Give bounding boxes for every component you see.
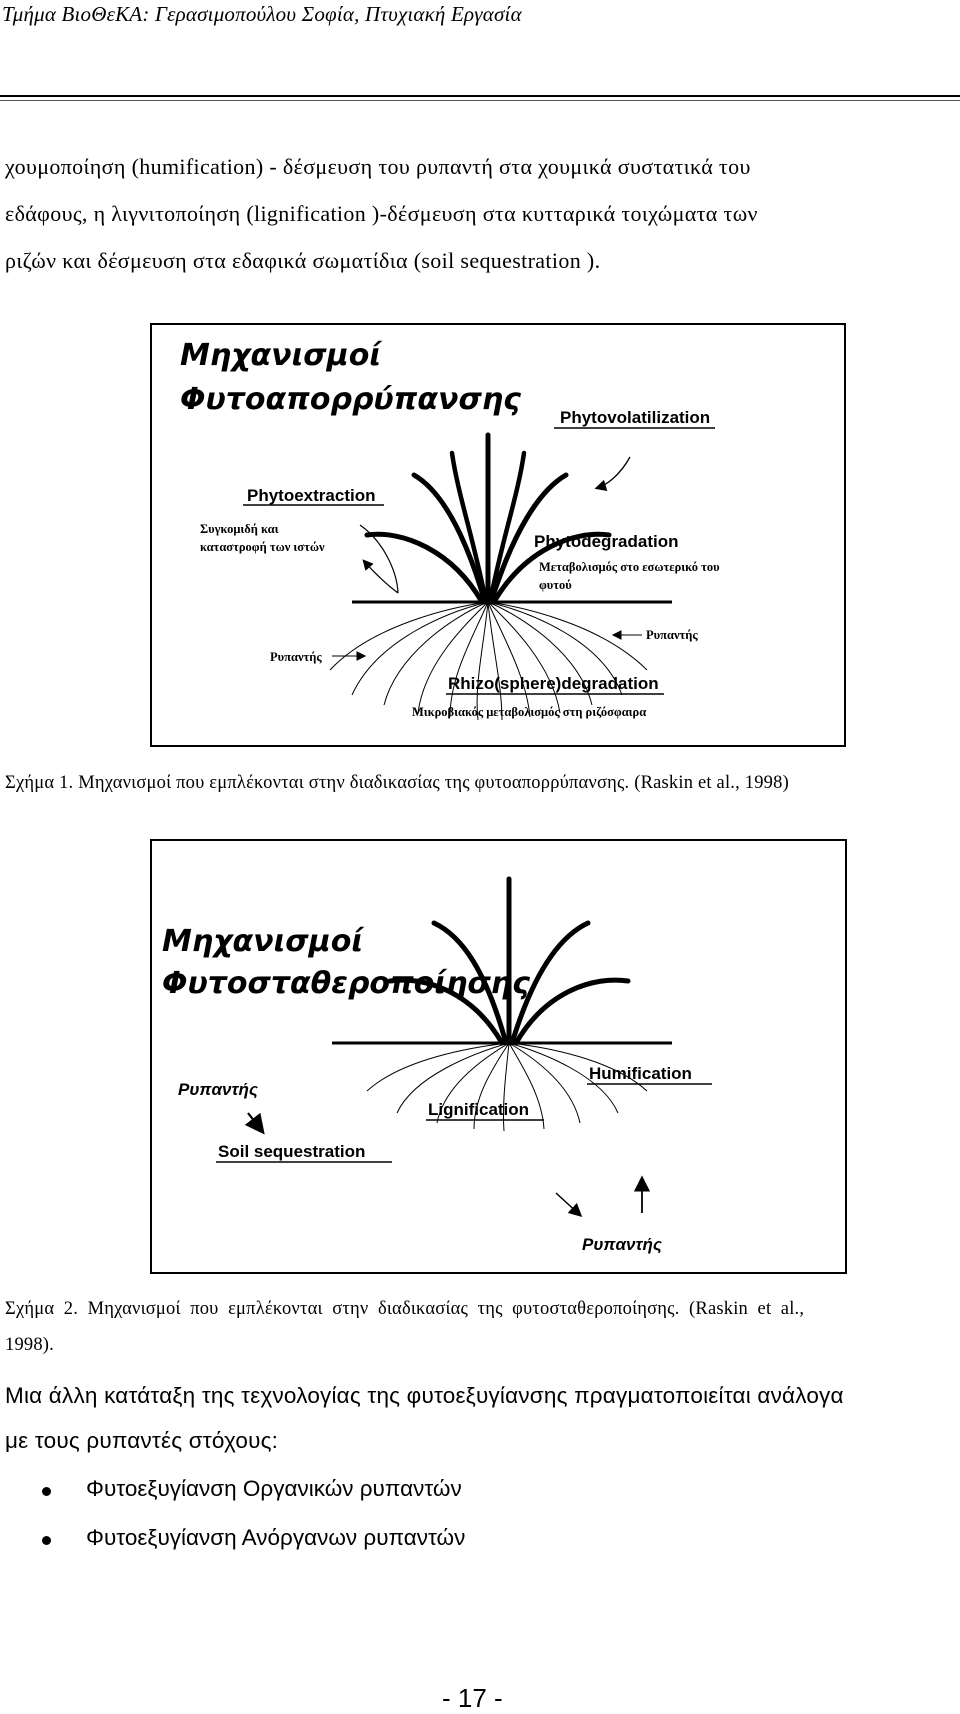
figure-phytostabilization-mechanisms: Μηχανισμοί Φυτοσταθεροποίησης Ρυπαντής S (150, 839, 847, 1274)
label-pollutant-right: Ρυπαντής (646, 628, 698, 642)
roots-icon (329, 601, 648, 721)
intro-line-1: χουμοποίηση (humification) - δέσμευση το… (5, 154, 751, 179)
sublabel-phytoextraction-2: καταστροφή των ιστών (200, 540, 325, 554)
figure1-title-line2: Φυτοαπορρύπανσης (180, 382, 521, 417)
header-rule-secondary (0, 100, 960, 101)
sublabel-phytodegradation-1: Μεταβολισμός στο εσωτερικό του (539, 560, 720, 574)
arrow-extraction (362, 559, 399, 594)
sublabel-phytodegradation-2: φυτού (539, 578, 572, 592)
intro-line-2: εδάφους, η λιγνιτοποίηση (lignification … (5, 201, 758, 226)
plant-icon (364, 432, 612, 605)
header-rule (0, 95, 960, 97)
sublabel-phytoextraction-1: Συγκομιδή και (200, 522, 279, 536)
figure2-diagram: Μηχανισμοί Φυτοσταθεροποίησης Ρυπαντής S (162, 876, 712, 1254)
label-phytodegradation: Phytodegradation (534, 532, 679, 551)
paragraph-line-1: Μια άλλη κατάταξη της τεχνολογίας της φυ… (5, 1383, 844, 1408)
label-pollutant-bottom: Ρυπαντής (582, 1235, 662, 1254)
figure2-title-line2: Φυτοσταθεροποίησης (162, 966, 530, 1001)
label-pollutant-top: Ρυπαντής (178, 1080, 258, 1099)
paragraph-line-2: με τους ρυπαντές στόχους: (5, 1428, 279, 1453)
figure1-diagram: Μηχανισμοί Φυτοαπορρύπανσης (180, 338, 720, 721)
label-soil-sequestration: Soil sequestration (218, 1142, 365, 1161)
intro-line-3: ριζών και δέσμευση στα εδαφικά σωματίδια… (5, 248, 601, 273)
page-header: Τμήμα ΒιοΘεΚΑ: Γερασιμοπούλου Σοφία, Πτυ… (2, 2, 522, 26)
figure1-title-line1: Μηχανισμοί (180, 338, 383, 373)
bullet-icon (42, 1536, 51, 1545)
figure2-caption-line1: Σχήμα 2. Μηχανισμοί που εμπλέκονται στην… (5, 1299, 805, 1319)
label-lignification: Lignification (428, 1100, 529, 1119)
label-rhizodegradation: Rhizo(sphere)degradation (448, 674, 659, 693)
page-number: - 17 - (442, 1683, 503, 1713)
bullet-item-inorganic: Φυτοεξυγίανση Ανόργανων ρυπαντών (86, 1525, 466, 1550)
figure-phytoremediation-mechanisms: Μηχανισμοί Φυτοαπορρύπανσης (150, 323, 846, 747)
roots-icon-2 (366, 1042, 648, 1132)
figure1-caption: Σχήμα 1. Μηχανισμοί που εμπλέκονται στην… (5, 773, 789, 793)
label-phytovolatilization: Phytovolatilization (560, 408, 710, 427)
arrow-pollutant-diagonal (555, 1192, 583, 1218)
plant-icon-2 (387, 876, 631, 1046)
figure2-title-line1: Μηχανισμοί (162, 924, 365, 959)
figure2-caption-line2: 1998). (5, 1335, 54, 1355)
label-humification: Humification (589, 1064, 692, 1083)
sublabel-rhizodegradation: Μικροβιακός μεταβολισμός στη ριζόσφαιρα (412, 705, 646, 719)
label-phytoextraction: Phytoextraction (247, 486, 375, 505)
arrow-pollutant-top (244, 1112, 265, 1135)
bullet-item-organic: Φυτοεξυγίανση Οργανικών ρυπαντών (86, 1476, 462, 1501)
arrow-volatilization (594, 456, 631, 491)
bullet-icon (42, 1487, 51, 1496)
label-pollutant-left: Ρυπαντής (270, 650, 322, 664)
